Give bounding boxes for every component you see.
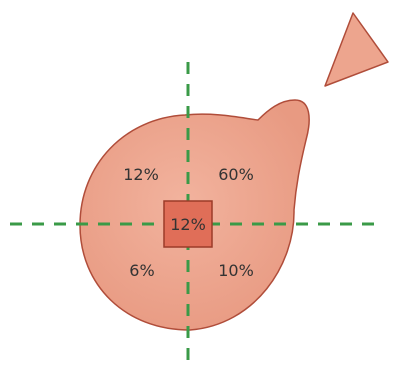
top-right-percent: 60% (218, 165, 254, 184)
center-percent: 12% (170, 215, 206, 234)
top-left-percent: 12% (123, 165, 159, 184)
triangle-shape (324, 12, 389, 87)
bottom-right-percent: 10% (218, 261, 254, 280)
bottom-left-percent: 6% (129, 261, 154, 280)
center-box (163, 200, 213, 248)
